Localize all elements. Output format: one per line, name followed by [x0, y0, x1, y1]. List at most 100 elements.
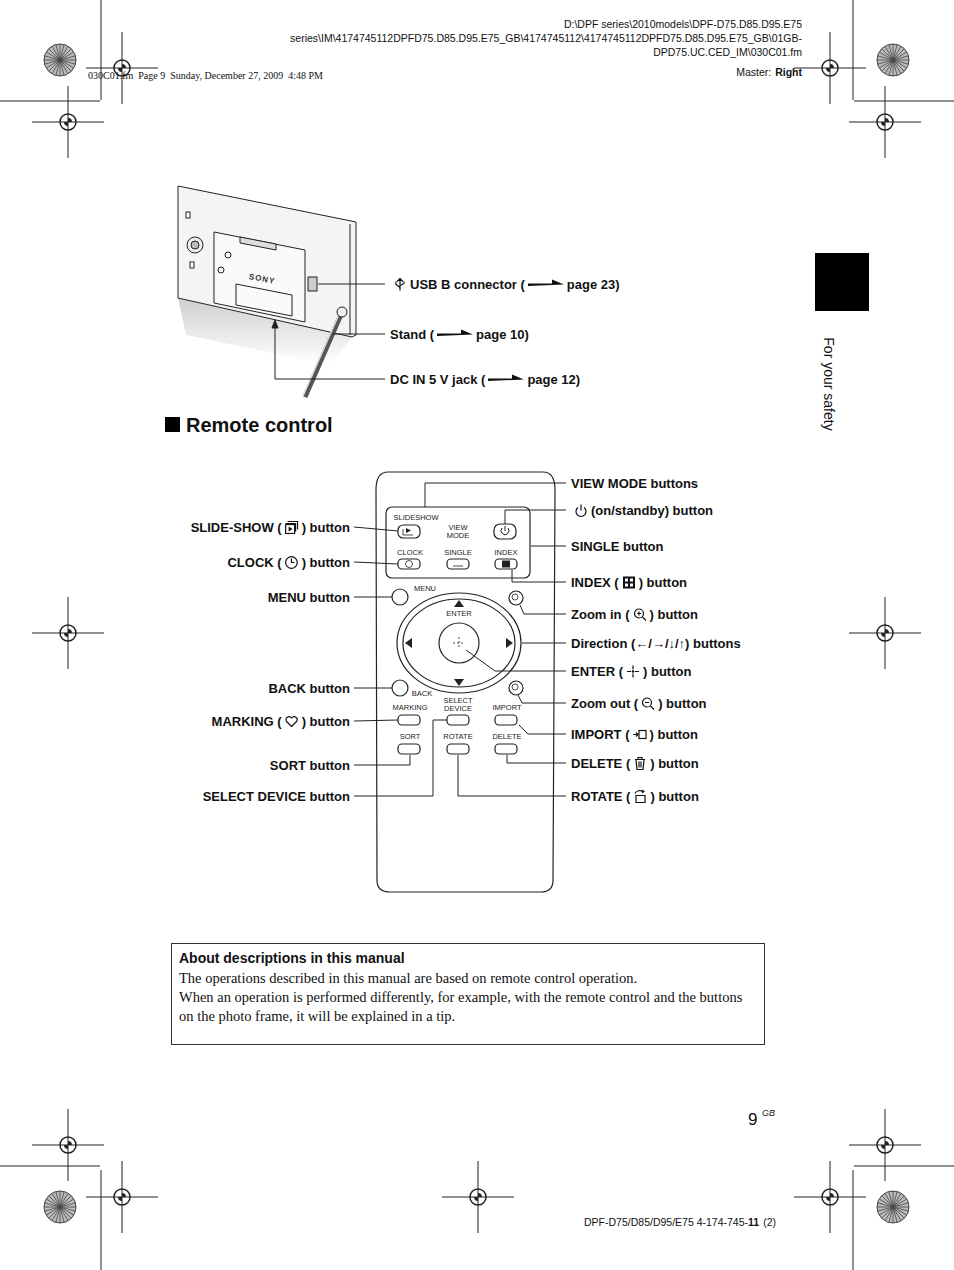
- callout-label: (on/standby) button: [591, 503, 713, 518]
- section-tab-label: For your safety: [821, 337, 837, 430]
- label-row: INDEX ( ) button: [571, 575, 687, 590]
- registration-mark: [442, 1161, 514, 1233]
- callout-label: page 12): [527, 372, 580, 387]
- label-row: SORT button: [270, 758, 350, 773]
- label-row: ROTATE: [443, 733, 472, 741]
- callout-label: ) button: [643, 664, 691, 679]
- label-row: VIEW MODE buttons: [571, 476, 698, 491]
- callout-label: ) button: [639, 575, 687, 590]
- section-tab: [815, 253, 869, 311]
- label-row: Direction (←/→/↓/↑) buttons: [571, 636, 741, 651]
- registration-sunburst: [44, 44, 76, 76]
- button-label: VIEW MODE: [447, 523, 470, 540]
- button-label: SELECT DEVICE: [443, 696, 472, 713]
- label-row: IMPORT ( ) button: [571, 727, 698, 742]
- button-label: DELETE: [492, 733, 521, 741]
- button-label: ROTATE: [443, 733, 472, 741]
- callout-label: BACK button: [268, 681, 350, 696]
- callout-label: Zoom out (: [571, 696, 638, 711]
- note-body: The operations described in this manual …: [179, 969, 756, 988]
- registration-mark: [849, 597, 921, 669]
- callout-label: ) button: [658, 696, 706, 711]
- button-label: ENTER: [446, 610, 471, 618]
- label-row: SELECT DEVICE button: [203, 789, 350, 804]
- label-row: DPF-D75/D85/D95/E75 4-174-745-11(2): [584, 1216, 776, 1228]
- callout-label: SORT button: [270, 758, 350, 773]
- registration-sunburst: [877, 1191, 909, 1223]
- label-row: VIEW MODE: [443, 524, 473, 539]
- label-row: DELETE: [492, 733, 521, 741]
- button-label: SINGLE: [444, 549, 472, 557]
- button-label: MENU: [414, 585, 436, 593]
- callout-label: ENTER (: [571, 664, 623, 679]
- label-row: Master:Right: [736, 65, 802, 79]
- button-label: BACK: [412, 690, 432, 698]
- label-row: SLIDE-SHOW ( ) button: [191, 520, 350, 535]
- header-text: Master:: [736, 65, 771, 79]
- label-row: SLIDESHOW: [393, 514, 438, 522]
- registration-mark: [86, 1161, 158, 1233]
- pg-icon: [528, 277, 564, 291]
- label-row: SINGLE button: [571, 539, 663, 554]
- index-icon: [622, 575, 636, 589]
- callout-label: Zoom in (: [571, 607, 630, 622]
- registration-mark: [794, 1161, 866, 1233]
- registration-sunburst: [44, 1191, 76, 1223]
- callout-label: SLIDE-SHOW (: [191, 520, 282, 535]
- callout-label: IMPORT (: [571, 727, 630, 742]
- label-row: SELECT DEVICE: [441, 697, 475, 712]
- label-row: USB B connector (page 23): [390, 277, 620, 292]
- label-row: Zoom out ( ) button: [571, 696, 707, 711]
- label-row: 030C01.fm Page 9 Sunday, December 27, 20…: [88, 70, 323, 81]
- label-row: ENTER ( ) button: [571, 664, 691, 679]
- label-row: 9: [748, 1110, 757, 1130]
- zin-icon: [633, 607, 647, 621]
- label-row: MENU button: [268, 590, 350, 605]
- label-row: Stand (page 10): [390, 327, 529, 342]
- callout-label: page 23): [567, 277, 620, 292]
- note-body: When an operation is performed different…: [179, 988, 756, 1026]
- label-row: MARKING () button: [212, 714, 350, 729]
- delete-icon: [633, 756, 647, 770]
- page-suffix: GB: [762, 1108, 775, 1118]
- heading-bullet: [165, 417, 180, 432]
- callout-label: ) button: [650, 727, 698, 742]
- callout-label: CLOCK (: [227, 555, 281, 570]
- button-label: SLIDESHOW: [393, 514, 438, 522]
- callout-label: ) button: [302, 520, 350, 535]
- label-row: IMPORT: [492, 704, 521, 712]
- note-heading: About descriptions in this manual: [179, 950, 756, 966]
- callout-label: INDEX (: [571, 575, 619, 590]
- label-row: SINGLE: [444, 549, 472, 557]
- crop-mark: [853, 0, 854, 100]
- label-row: D:\DPF series\2010models\DPF-D75.D85.D95…: [242, 17, 802, 59]
- button-label: INDEX: [495, 549, 518, 557]
- label-row: MARKING: [392, 704, 427, 712]
- label-row: GB: [762, 1108, 775, 1118]
- callout-label: MENU button: [268, 590, 350, 605]
- callout-label: MARKING (: [212, 714, 282, 729]
- leader-lines: [272, 284, 385, 379]
- leader-lines: [354, 483, 566, 796]
- pg-icon: [437, 327, 473, 341]
- footer-text: (2): [763, 1216, 776, 1228]
- callout-label: SINGLE button: [571, 539, 663, 554]
- label-row: BACK button: [268, 681, 350, 696]
- button-label: CLOCK: [397, 549, 423, 557]
- usb-icon: [393, 277, 407, 291]
- power-icon: [574, 503, 588, 517]
- callout-label: DC IN 5 V jack (: [390, 372, 485, 387]
- label-row: (on/standby) button: [571, 503, 713, 518]
- label-row: MENU: [414, 585, 436, 593]
- crop-mark: [0, 101, 100, 102]
- zout-icon: [641, 696, 655, 710]
- button-label: MARKING: [392, 704, 427, 712]
- label-row: DC IN 5 V jack ( page 12): [390, 372, 580, 387]
- callout-label: ROTATE (: [571, 789, 630, 804]
- label-row: INDEX: [495, 549, 518, 557]
- crop-mark: [854, 101, 954, 102]
- section-heading: Remote control: [186, 414, 333, 437]
- registration-mark: [32, 86, 104, 158]
- photo-frame-illustration: [178, 186, 356, 397]
